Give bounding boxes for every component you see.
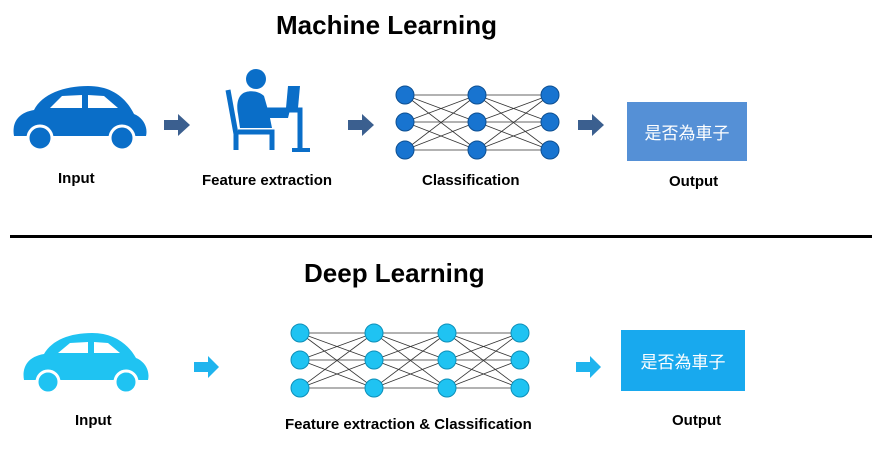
ml-car-icon bbox=[13, 86, 147, 152]
ml-input-label: Input bbox=[58, 170, 95, 187]
person-at-desk-icon bbox=[225, 69, 310, 152]
dl-input-label: Input bbox=[75, 412, 112, 429]
dl-output-label: Output bbox=[672, 412, 722, 429]
dl-combined-label: Feature extraction & Classification bbox=[285, 416, 532, 433]
dl-car-icon bbox=[23, 333, 149, 395]
section-divider bbox=[10, 235, 872, 238]
dl-output-box: 是否為車子 bbox=[621, 330, 745, 391]
dl-title: Deep Learning bbox=[304, 258, 485, 288]
right-arrow-icon bbox=[194, 356, 219, 378]
ml-neural-network-icon bbox=[395, 85, 560, 160]
right-arrow-icon bbox=[164, 114, 190, 136]
dl-output-box-text: 是否為車子 bbox=[640, 353, 726, 373]
ml-output-label: Output bbox=[669, 173, 719, 190]
right-arrow-icon bbox=[576, 356, 601, 378]
dl-neural-network-icon bbox=[290, 323, 530, 398]
ml-classification-label: Classification bbox=[422, 172, 520, 189]
right-arrow-icon bbox=[578, 114, 604, 136]
ml-feature-extraction-label: Feature extraction bbox=[202, 172, 333, 189]
ml-output-box: 是否為車子 bbox=[627, 102, 747, 161]
right-arrow-icon bbox=[348, 114, 374, 136]
ml-title: Machine Learning bbox=[276, 10, 498, 40]
ml-output-box-text: 是否為車子 bbox=[644, 124, 730, 144]
